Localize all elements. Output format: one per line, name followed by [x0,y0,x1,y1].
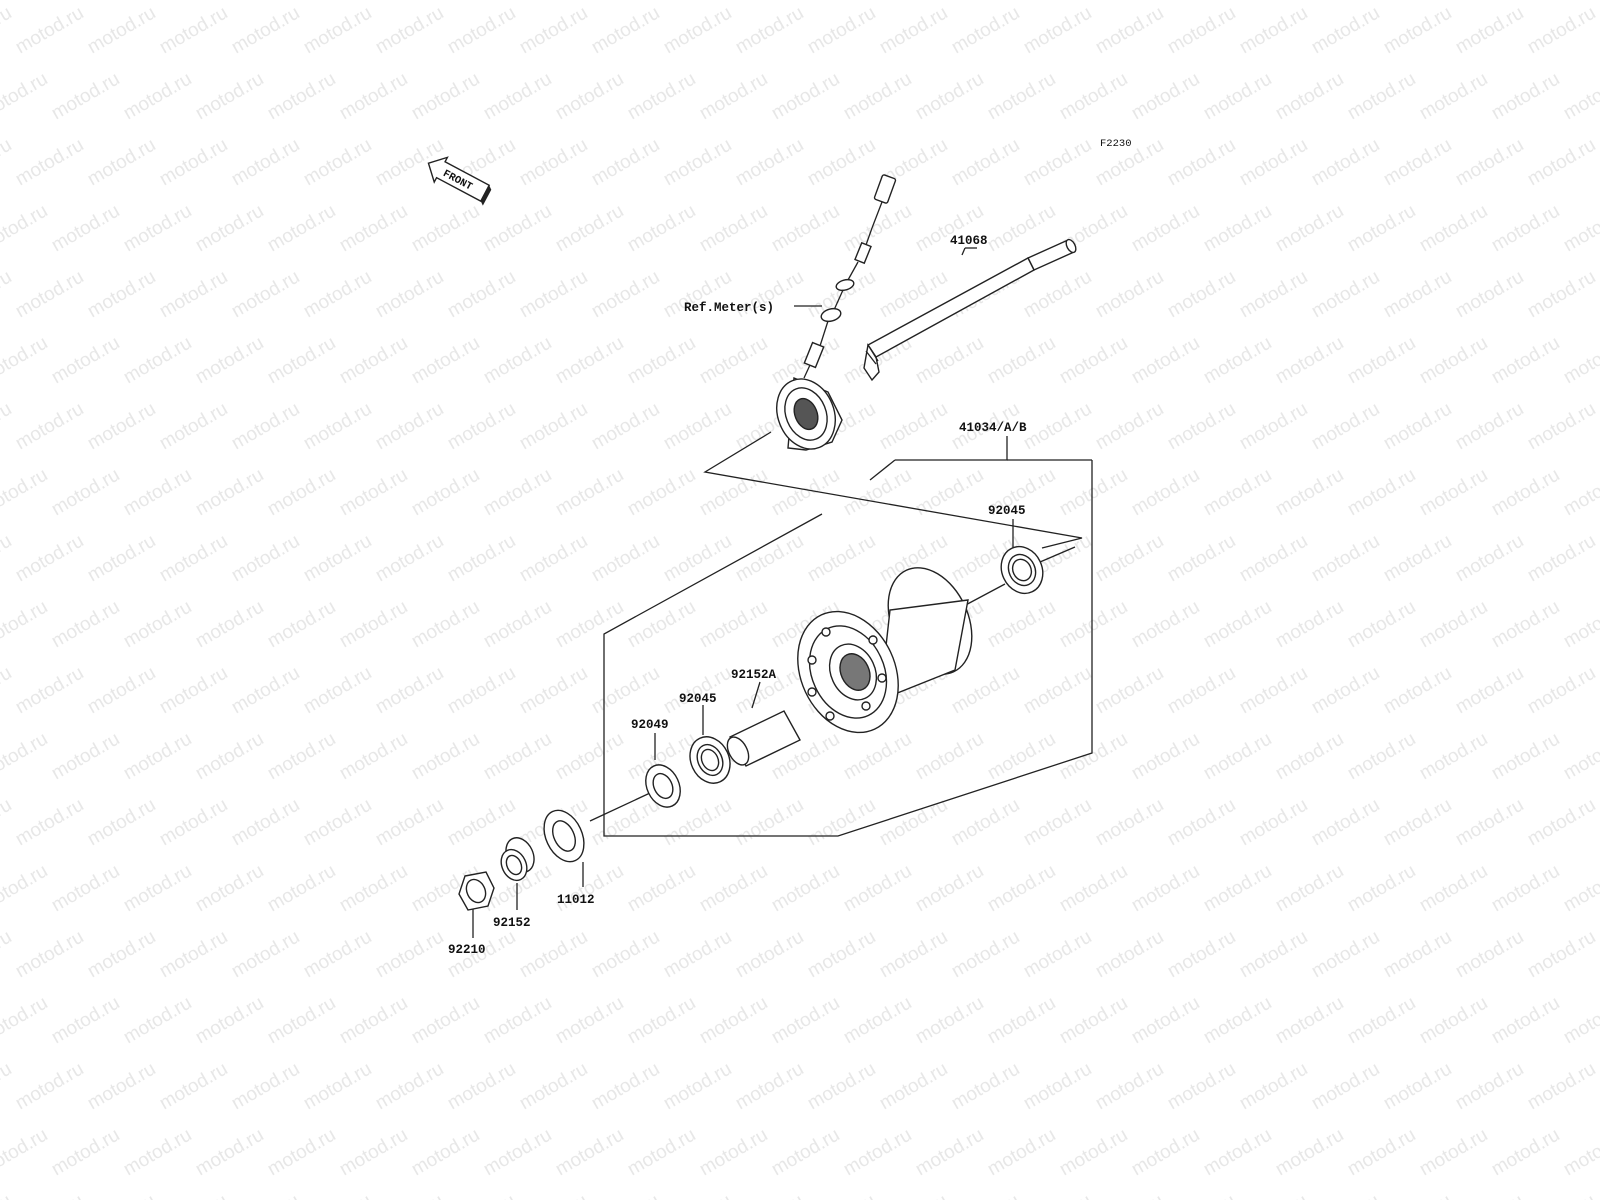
bearing-icon [689,736,731,784]
front-arrow-icon: FRONT [427,156,492,206]
meter-cable-icon [803,174,897,379]
gear-housing-icon [776,376,843,451]
shim-icon [543,809,585,863]
hub-icon [797,567,973,734]
part-label-92045-right: 92045 [988,504,1026,518]
part-label-92210: 92210 [448,943,486,957]
part-label-92045-left: 92045 [679,692,717,706]
part-label-ref-meter: Ref.Meter(s) [684,301,774,315]
axle-nut-icon [458,871,495,911]
axle-icon [863,238,1077,382]
bearing-icon [1000,545,1044,595]
collar-icon [500,837,535,882]
oil-seal-icon [645,764,681,808]
part-label-11012: 11012 [557,893,595,907]
part-label-41068: 41068 [950,234,988,248]
part-label-92049: 92049 [631,718,669,732]
part-label-92152: 92152 [493,916,531,930]
part-label-41034: 41034/A/B [959,421,1027,435]
part-label-92152a: 92152A [731,668,777,682]
collar-icon [726,710,801,767]
diagram-code: F2230 [1100,138,1132,150]
